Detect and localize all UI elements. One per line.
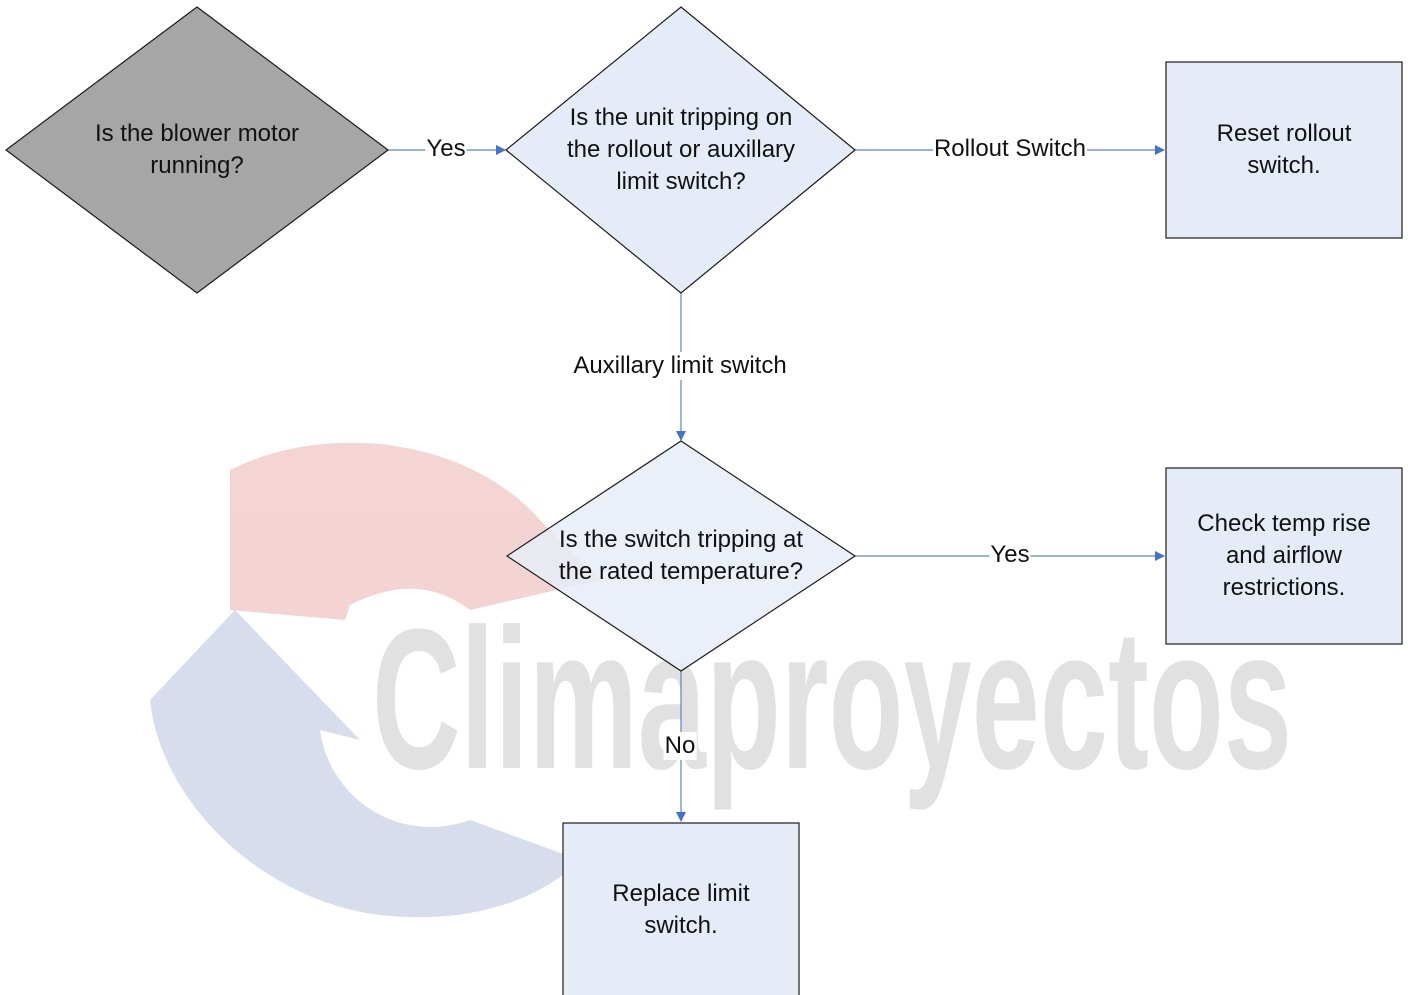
- tripping-question-text: Is the unit tripping on the rollout or a…: [566, 104, 796, 195]
- blower-question-diamond: [4, 6, 390, 294]
- check-temp-rise-box: [1165, 467, 1403, 645]
- edge-label-rollout-switch: Rollout Switch: [932, 135, 1088, 163]
- replace-limit-text: Replace limit switch.: [612, 880, 750, 939]
- tripping-question-diamond: [505, 6, 856, 294]
- check-temp-rise-text: Check temp rise and airflow restrictions…: [1197, 510, 1371, 601]
- edge-label-rated-yes: Yes: [989, 541, 1031, 569]
- watermark: Climaproyectos: [150, 442, 1292, 918]
- reset-rollout-box: [1165, 61, 1403, 239]
- rated-temp-question-diamond: [505, 440, 857, 672]
- rated-temp-question-text: Is the switch tripping at the rated temp…: [558, 526, 804, 585]
- edge-label-blower-yes: Yes: [425, 135, 467, 163]
- blower-question-text: Is the blower motor running?: [94, 120, 300, 179]
- reset-rollout-text: Reset rollout switch.: [1216, 120, 1352, 179]
- replace-limit-box: [562, 822, 800, 995]
- edge-label-rated-no: No: [663, 732, 697, 760]
- watermark-red-arrow: [230, 442, 600, 620]
- watermark-text: Climaproyectos: [372, 588, 1292, 811]
- edge-label-auxillary-limit: Auxillary limit switch: [572, 352, 788, 380]
- watermark-blue-arrow: [150, 610, 580, 918]
